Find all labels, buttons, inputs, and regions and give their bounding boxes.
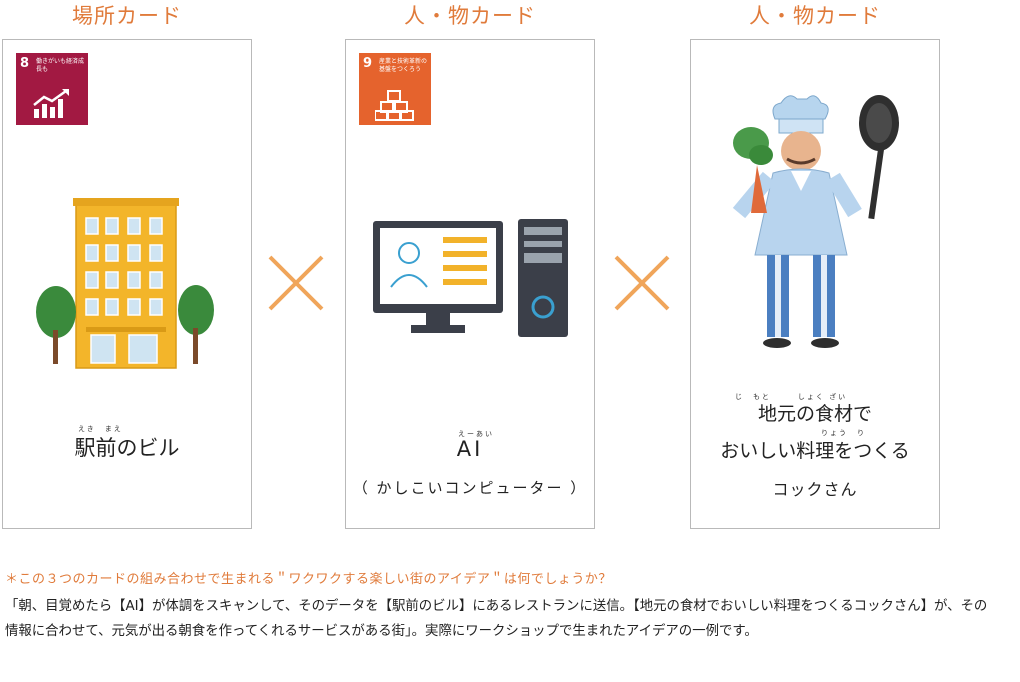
- card-label-chef-line1: 地元の食材で: [757, 403, 872, 425]
- sdg-9-badge: 9 産業と技術革新の基盤をつくろう: [359, 53, 431, 125]
- sdg-8-badge: 8 働きがいも経済成長も: [16, 53, 88, 125]
- card-label-ai-subtitle: （ かしこいコンピューター ）: [352, 479, 588, 497]
- card-label-chef-line2: おいしい料理をつくる: [720, 440, 910, 462]
- description-text: 「朝、目覚めたら【AI】が体調をスキャンして、そのデータを【駅前のビル】にあるレ…: [5, 599, 988, 639]
- card-label-ai: AI: [456, 437, 484, 461]
- card-label-station-building: 駅前のビル: [74, 436, 180, 460]
- growth-chart-icon: [33, 89, 69, 118]
- chef-card[interactable]: じ もと しょく ざい 地元の食材で りょう り おいしい料理をつくる コックさ…: [690, 39, 940, 529]
- building-illustration: [36, 198, 214, 369]
- card-title-person-thing: 人・物カード: [404, 4, 536, 28]
- computer-illustration: [373, 219, 568, 337]
- chef-illustration: [732, 95, 899, 348]
- multiply-icon: [268, 255, 324, 311]
- label-ruby: じ もと しょく ざい: [735, 393, 848, 401]
- label-ruby: りょう り: [821, 429, 866, 437]
- multiply-icon: [614, 255, 670, 311]
- sdg-number: 8: [20, 56, 30, 71]
- card-label-chef-line3: コックさん: [772, 480, 858, 499]
- label-ruby: えーあい: [458, 430, 494, 438]
- ai-card[interactable]: 9 産業と技術革新の基盤をつくろう えーあい AI: [345, 39, 595, 529]
- place-card[interactable]: 8 働きがいも経済成長も えき まえ 駅前のビル: [2, 39, 252, 529]
- card-title-person-thing: 人・物カード: [749, 4, 881, 28]
- sdg-text: 働きがいも経済成長も: [36, 58, 85, 73]
- sdg-number: 9: [363, 56, 373, 71]
- cubes-icon: [375, 90, 414, 121]
- card-title-place: 場所カード: [72, 4, 182, 28]
- question-text: ＊この３つのカードの組み合わせで生まれる＂ワクワクする楽しい街のアイデア＂は何で…: [5, 572, 612, 587]
- label-ruby: えき まえ: [78, 425, 123, 433]
- sdg-text: 産業と技術革新の基盤をつくろう: [379, 58, 428, 73]
